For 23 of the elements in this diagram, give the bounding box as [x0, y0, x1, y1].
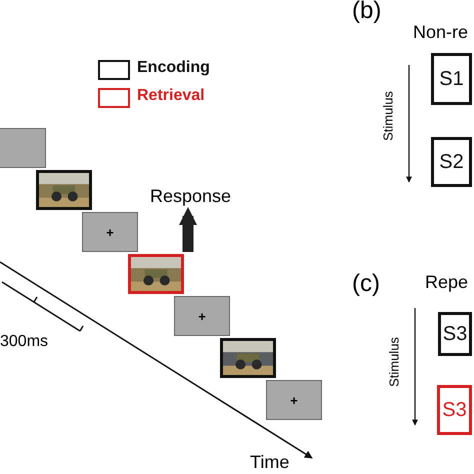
axis-label: Stimulus [380, 91, 396, 141]
legend-label: Encoding [137, 59, 210, 77]
fixation-screen: + [266, 380, 322, 420]
photo-block [36, 170, 92, 210]
axis-label: Time [250, 452, 290, 473]
stimulus-box: S3 [437, 385, 472, 435]
duration-label: 300ms [0, 333, 48, 351]
panel-label: (b) [352, 0, 382, 25]
blank-screen [0, 128, 46, 168]
condition-title: Non-re [413, 22, 468, 43]
stimulus-box: S1 [431, 53, 472, 105]
axis-label: Stimulus [386, 337, 402, 387]
fixation-screen: + [174, 296, 230, 336]
panel-label: (c) [352, 270, 380, 298]
arrow [179, 207, 197, 252]
legend-label: Retrieval [137, 87, 205, 105]
stimulus-box: S3 [438, 312, 472, 356]
response-label: Response [150, 186, 232, 207]
condition-title: Repe [425, 272, 468, 293]
fixation-screen: + [82, 212, 138, 252]
photo-block [128, 254, 184, 294]
photo-block [220, 338, 276, 378]
stimulus-box: S2 [431, 137, 472, 187]
